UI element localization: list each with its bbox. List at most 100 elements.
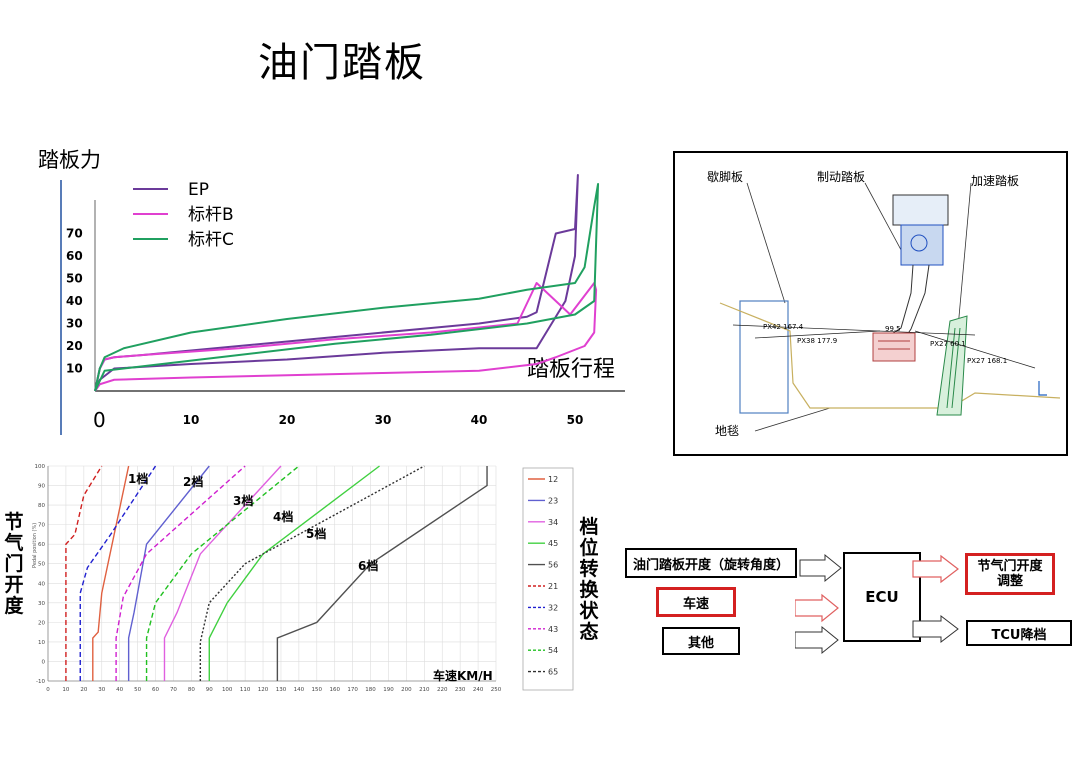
x-tick-label: 80 [188,687,195,693]
shift-xlabel: 车速KM/H [433,668,493,683]
gear-label: 6档 [358,558,378,573]
shift-legend-label: 43 [548,625,558,634]
x-tick-label: 180 [365,687,376,693]
shift-line-65 [199,465,425,681]
gear-label: 5档 [306,526,326,541]
arrow-tcu [912,614,959,644]
dim-1: PX42 167.4 [763,323,804,331]
shift-schedule-chart: Pedal position (%) 0 10 20 30 40 50 60 70 80 90 10… [28,458,578,698]
shift-legend-label: 56 [548,561,558,570]
x-tick-label: 40 [471,413,488,427]
origin-label: 0 [93,408,106,432]
shift-schedule-svg: Pedal position (%) 0 10 20 30 40 50 60 70 80 90 10… [32,464,574,693]
shift-line-56 [276,466,488,681]
y-tick-label: 20 [38,620,45,626]
label-floor: 地毯 [715,424,739,438]
ecu-box: ECU [843,552,921,642]
leader-left [746,182,786,304]
dim-line-3 [914,330,1036,369]
dim-3: 99.5 [885,325,901,333]
x-tick-label: 10 [62,687,69,693]
x-tick-label: 140 [294,687,305,693]
series-line-标杆C [94,183,600,392]
shift-line-12 [92,465,130,681]
gear-label: 4档 [273,509,293,524]
y-tick-label: 10 [38,640,45,646]
floor-outline [719,302,1061,409]
series-line-EP [94,174,579,392]
x-tick-label: 50 [134,687,141,693]
y-tick-label: 70 [66,227,83,241]
x-tick-label: 250 [491,687,502,693]
pedal-layout-diagram: 歇脚板 制动踏板 加速踏板 地毯 [673,151,1068,456]
y-tick-label: -10 [36,679,45,685]
shift-legend-label: 21 [548,582,558,591]
flow-arrows [795,553,959,655]
chart-xlabel: 踏板行程 [527,357,615,382]
throttle-label: 节气门开度 [4,511,24,617]
y-tick-label: 70 [38,523,45,529]
shift-legend-label: 23 [548,496,558,505]
label-left-pedal: 歇脚板 [707,169,743,184]
x-tick-label: 170 [347,687,358,693]
x-tick-label: 210 [419,687,430,693]
leader-accel [957,182,972,329]
x-tick-label: 190 [383,687,394,693]
y-tick-label: 0 [42,659,46,665]
arrow-pedal [799,553,842,583]
shift-y-axis-title: Pedal position (%) [32,523,38,568]
x-tick-label: 0 [46,687,50,693]
y-tick-label: 50 [38,562,45,568]
legend-label: EP [188,180,209,200]
y-tick-label: 90 [38,484,45,490]
x-tick-label: 120 [258,687,269,693]
accel-pedal-assembly [936,315,968,416]
x-tick-label: 20 [80,687,87,693]
x-tick-label: 230 [455,687,466,693]
x-tick-label: 110 [240,687,251,693]
shift-legend-label: 45 [548,539,558,548]
shift-line-23 [127,465,210,681]
footrest-panel [739,300,789,414]
gear-label: 1档 [128,471,148,486]
shift-line-45 [208,465,380,681]
arrow-speed [795,593,839,623]
label-brake-pedal: 制动踏板 [817,170,865,184]
y-tick-label: 20 [66,339,83,353]
legend-label: 标杆C [188,230,234,250]
x-tick-label: 240 [473,687,484,693]
shift-legend-label: 34 [548,518,558,527]
shift-legend-label: 65 [548,668,558,677]
dim-line-1 [732,324,976,336]
y-tick-label: 100 [35,464,46,470]
output-throttle-adjust: 节气门开度调整 [965,553,1055,595]
x-tick-label: 220 [437,687,448,693]
x-tick-label: 200 [401,687,412,693]
x-tick-label: 150 [312,687,323,693]
x-tick-label: 20 [279,413,296,427]
y-tick-label: 40 [66,294,83,308]
gear-label: 2档 [183,474,203,489]
x-tick-label: 90 [206,687,213,693]
dim-line-2 [754,330,881,339]
label-accel-pedal: 加速踏板 [971,174,1019,188]
leader-brake [864,182,908,262]
x-tick-label: 30 [375,413,392,427]
y-tick-label: 40 [38,581,45,587]
shift-line-54 [145,465,300,681]
y-tick-label: 30 [38,601,45,607]
x-tick-label: 10 [183,413,200,427]
chart-ylabel: 踏板力 [38,148,101,172]
y-tick-label: 80 [38,503,45,509]
input-vehicle-speed: 车速 [656,587,736,617]
dim-5: PX27 168.1 [967,357,1007,365]
x-tick-label: 60 [152,687,159,693]
legend-label: 标杆B [188,205,234,225]
axis-marker [1038,381,1047,396]
x-tick-label: 30 [98,687,105,693]
shift-state-label: 档位转换状态 [579,516,599,643]
shift-legend-box [522,467,574,691]
y-tick-label: 30 [66,317,83,331]
